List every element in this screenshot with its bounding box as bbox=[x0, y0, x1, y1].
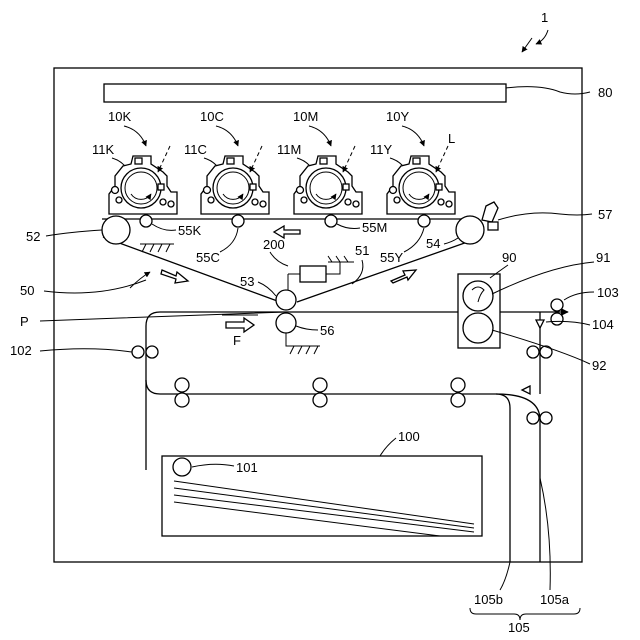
svg-text:10C: 10C bbox=[200, 109, 224, 124]
svg-text:P: P bbox=[20, 314, 29, 329]
imaging-station-y bbox=[387, 156, 455, 214]
svg-text:105b: 105b bbox=[474, 592, 503, 607]
svg-text:11M: 11M bbox=[277, 142, 301, 157]
svg-text:92: 92 bbox=[592, 358, 606, 373]
svg-text:11Y: 11Y bbox=[370, 142, 392, 157]
svg-text:105: 105 bbox=[508, 620, 530, 635]
ground-56 bbox=[286, 333, 320, 354]
roller-52-label: 52 bbox=[26, 229, 40, 244]
imaging-station-c bbox=[201, 156, 269, 214]
svg-text:11K: 11K bbox=[92, 142, 114, 157]
svg-text:11C: 11C bbox=[184, 142, 207, 157]
ground-52 bbox=[140, 244, 174, 252]
controller-200: 200 bbox=[263, 237, 354, 290]
svg-text:57: 57 bbox=[598, 207, 612, 222]
roller-55m-label: 55M bbox=[362, 220, 387, 235]
belt-cleaner: 57 bbox=[482, 202, 612, 230]
belt-51-label: 51 bbox=[355, 243, 369, 258]
roller-55c-label: 55C bbox=[196, 250, 220, 265]
roller-53-label: 53 bbox=[240, 274, 254, 289]
device-label: 1 bbox=[541, 10, 548, 25]
svg-text:102: 102 bbox=[10, 343, 32, 358]
svg-text:103: 103 bbox=[597, 285, 619, 300]
imaging-station-k bbox=[109, 156, 177, 214]
belt-unit-label: 50 bbox=[20, 283, 34, 298]
roller-55y-label: 55Y bbox=[380, 250, 403, 265]
svg-text:91: 91 bbox=[596, 250, 610, 265]
sensor-104-label: 104 bbox=[592, 317, 614, 332]
svg-text:L: L bbox=[448, 131, 455, 146]
station-labels: 10K 10C 10M 10Y L bbox=[108, 109, 455, 146]
svg-text:200: 200 bbox=[263, 237, 285, 252]
scanner-label: 80 bbox=[598, 85, 612, 100]
svg-text:10K: 10K bbox=[108, 109, 131, 124]
reg-roller-102: 102 bbox=[10, 343, 158, 358]
svg-text:10Y: 10Y bbox=[386, 109, 409, 124]
duplex-labels: 105b 105a 105 bbox=[470, 478, 580, 635]
paper-tray: 100 101 bbox=[162, 429, 482, 536]
roller-54-label: 54 bbox=[426, 236, 440, 251]
svg-text:100: 100 bbox=[398, 429, 420, 444]
scanner-bar bbox=[104, 84, 506, 102]
svg-text:F: F bbox=[233, 333, 241, 348]
imaging-station-m bbox=[294, 156, 362, 214]
svg-text:101: 101 bbox=[236, 460, 258, 475]
svg-text:105a: 105a bbox=[540, 592, 570, 607]
roller-55k-label: 55K bbox=[178, 223, 201, 238]
svg-text:90: 90 bbox=[502, 250, 516, 265]
roller-56-label: 56 bbox=[320, 323, 334, 338]
svg-text:10M: 10M bbox=[293, 109, 318, 124]
